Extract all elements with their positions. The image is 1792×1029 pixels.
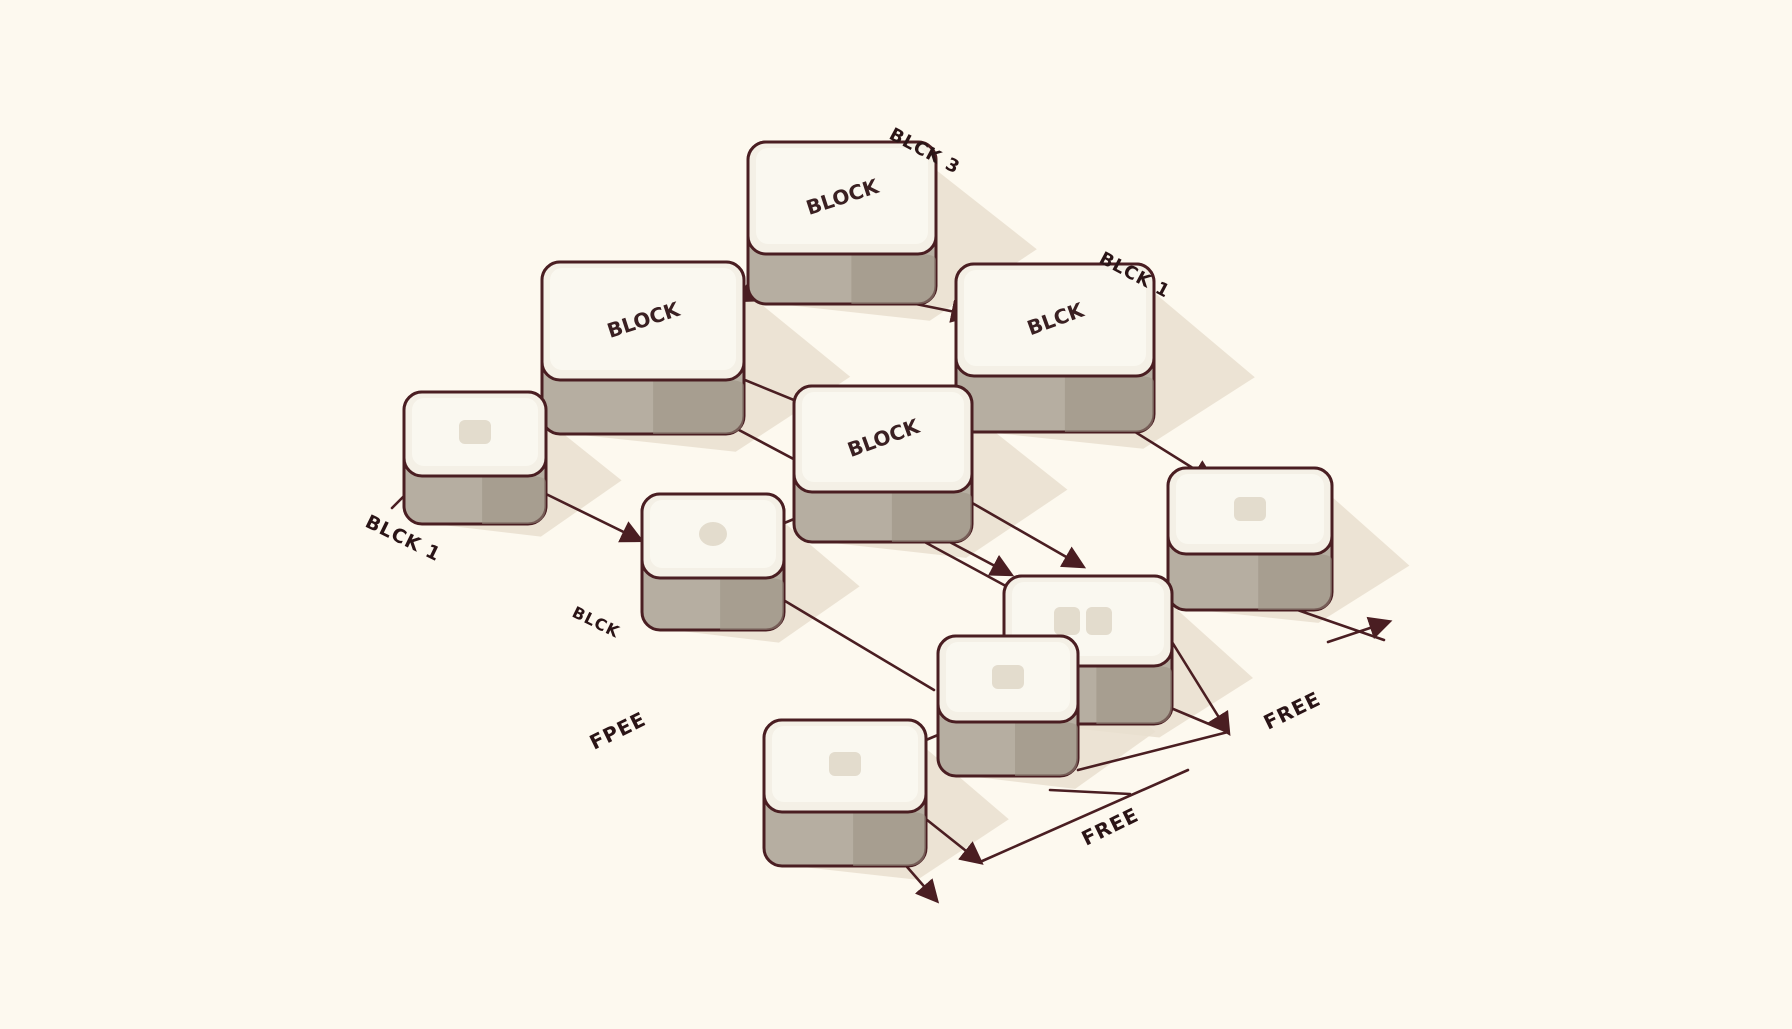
block-mark-square [459,420,491,444]
block-mark-bar [1054,607,1080,635]
block-mark-square [1234,497,1266,521]
label-free-right: FREE [1260,686,1325,734]
label-free-bottom: FREE [1078,802,1143,850]
block-mark-square [992,665,1024,689]
block-bh [762,718,928,868]
block-bg [936,634,1080,778]
block-side-shade [482,476,546,524]
block-mark-bar [1086,607,1112,635]
connector-line [978,768,1190,864]
block-side-shade [1258,554,1332,610]
connector-line [544,492,645,543]
block-side-shade [853,812,926,866]
connector-line [390,494,406,510]
block-b1 [402,390,548,526]
block-b4: BLCK [954,262,1156,434]
block-be [1166,466,1334,612]
label-block-small-text: BLCK [569,603,623,642]
connector-line [1076,730,1230,772]
block-b2: BLOCK [540,260,746,436]
connector-line [1170,640,1231,736]
block-top-highlight [964,270,1146,366]
label-free-bottom-text: FREE [1078,802,1143,850]
block-bd [640,492,786,632]
label-free-right-text: FREE [1260,686,1325,734]
block-top-highlight [756,148,928,244]
connector-line [1048,788,1132,796]
block-side-shade [851,254,936,304]
label-free-left-text: FPEE [586,707,650,755]
connector-line [1326,616,1393,644]
block-side-shade [653,380,744,434]
block-mark-square [829,752,861,776]
label-block-small: BLCK [569,603,623,642]
block-side-shade [891,492,972,542]
block-side-shade [1015,722,1078,776]
block-bc: BLOCK [792,384,974,544]
label-free-left: FPEE [586,707,650,755]
block-side-shade [720,578,784,630]
connector-line [778,596,936,692]
block-top-highlight [550,268,736,370]
block-side-shade [1096,666,1172,724]
connector-line [958,494,1087,569]
block-side-shade [1064,376,1154,432]
block-b3: BLOCK [746,140,938,306]
block-top-highlight [802,392,964,482]
block-mark-circle [699,522,727,546]
